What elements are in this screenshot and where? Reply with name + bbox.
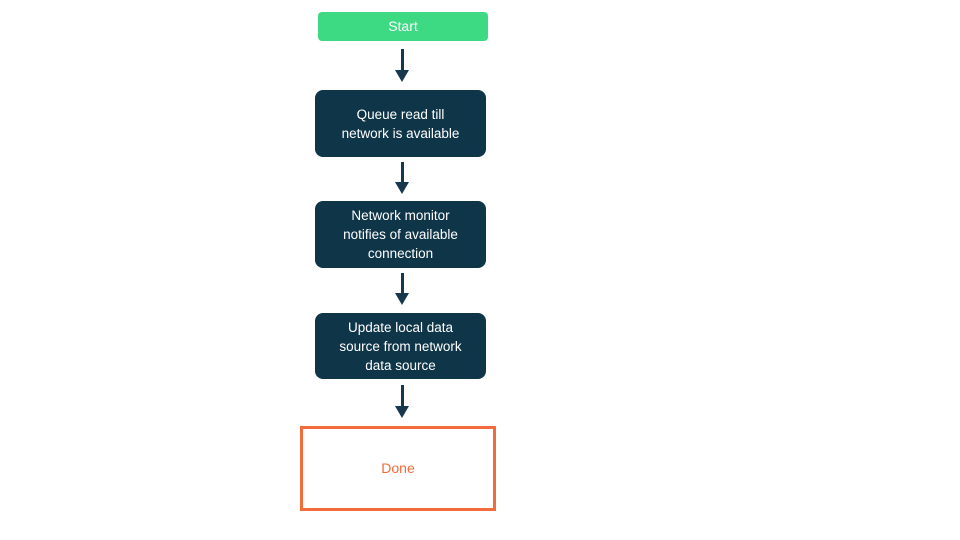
- node-start-label: Start: [388, 18, 418, 34]
- arrow-head: [395, 70, 409, 82]
- flowchart-node-update-local: Update local data source from network da…: [315, 313, 486, 379]
- flowchart-node-network-monitor: Network monitor notifies of available co…: [315, 201, 486, 268]
- node-network-monitor-label: Network monitor notifies of available co…: [343, 208, 458, 261]
- arrow-stem: [400, 385, 404, 406]
- arrow-down-icon: [394, 162, 410, 194]
- arrow-down-icon: [394, 49, 410, 82]
- arrow-down-icon: [394, 273, 410, 305]
- arrow-head: [395, 182, 409, 194]
- flowchart-node-queue-read: Queue read till network is available: [315, 90, 486, 157]
- arrow-stem: [400, 162, 404, 182]
- arrow-stem: [400, 273, 404, 293]
- flowchart-node-done: Done: [300, 426, 496, 511]
- arrow-head: [395, 406, 409, 418]
- arrow-down-icon: [394, 385, 410, 418]
- node-queue-read-label: Queue read till network is available: [341, 106, 460, 141]
- arrow-stem: [400, 49, 404, 70]
- node-update-local-label: Update local data source from network da…: [339, 319, 462, 373]
- arrow-head: [395, 293, 409, 305]
- node-done-label: Done: [381, 460, 415, 476]
- flowchart-node-start: Start: [318, 12, 488, 41]
